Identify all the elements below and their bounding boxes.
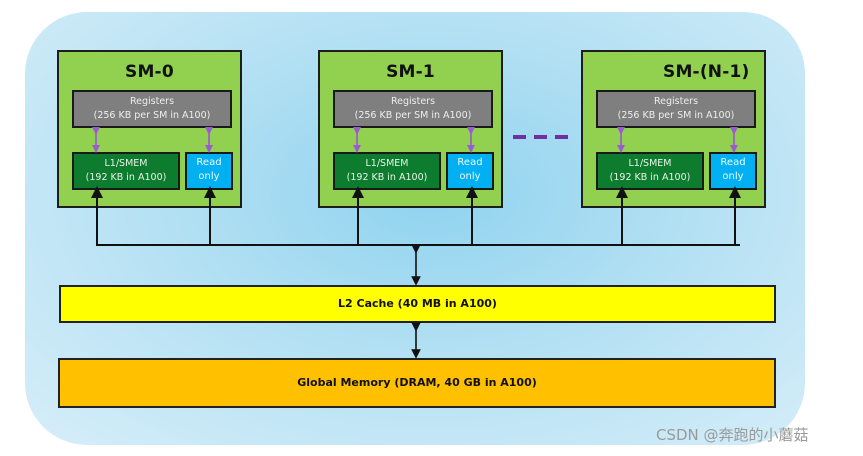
l1-smem-box: L1/SMEM (192 KB in A100) [333, 152, 441, 190]
sm-title: SM-(N-1) [663, 62, 750, 82]
read-only-line2: only [722, 171, 744, 182]
registers-size: (256 KB per SM in A100) [354, 110, 472, 121]
l1-size: (192 KB in A100) [346, 172, 428, 183]
read-only-line1: Read [457, 157, 483, 168]
registers-box: Registers (256 KB per SM in A100) [72, 90, 232, 128]
read-only-line1: Read [196, 157, 222, 168]
sm-title: SM-1 [386, 62, 435, 82]
read-only-cache-box: Read only [446, 152, 494, 190]
registers-box: Registers (256 KB per SM in A100) [333, 90, 493, 128]
global-memory-box: Global Memory (DRAM, 40 GB in A100) [58, 358, 776, 408]
registers-label: Registers [653, 96, 699, 107]
sm-title: SM-0 [125, 62, 174, 82]
l2-cache-box: L2 Cache (40 MB in A100) [59, 285, 776, 323]
read-only-line2: only [459, 171, 481, 182]
registers-box: Registers (256 KB per SM in A100) [596, 90, 756, 128]
registers-size: (256 KB per SM in A100) [93, 110, 211, 121]
l1-label: L1/SMEM [104, 158, 148, 169]
l1-smem-box: L1/SMEM (192 KB in A100) [72, 152, 180, 190]
read-only-line2: only [198, 171, 220, 182]
l1-label: L1/SMEM [365, 158, 409, 169]
watermark: CSDN @奔跑的小蘑菇 [656, 426, 809, 444]
registers-label: Registers [390, 96, 436, 107]
read-only-line1: Read [720, 157, 746, 168]
l1-size: (192 KB in A100) [85, 172, 167, 183]
registers-label: Registers [129, 96, 175, 107]
l1-label: L1/SMEM [628, 158, 672, 169]
l1-size: (192 KB in A100) [609, 172, 691, 183]
registers-size: (256 KB per SM in A100) [617, 110, 735, 121]
l1-smem-box: L1/SMEM (192 KB in A100) [596, 152, 704, 190]
